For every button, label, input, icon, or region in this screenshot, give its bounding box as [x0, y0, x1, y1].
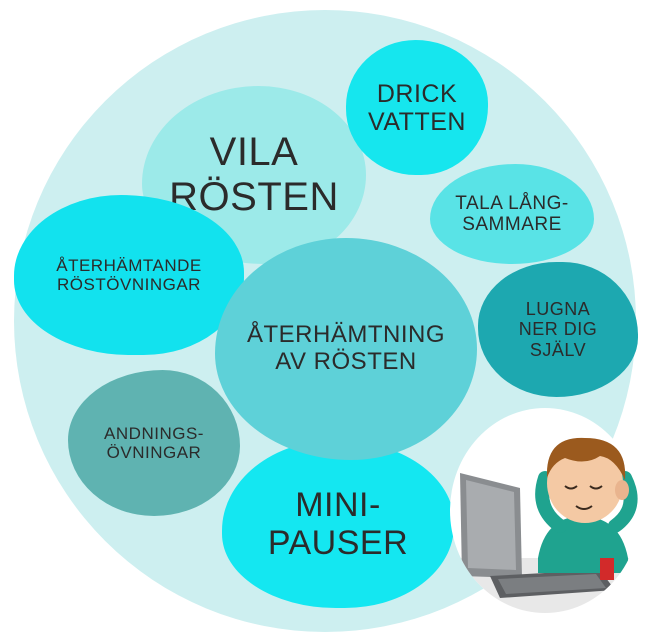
bubble-label: VILA RÖSTEN — [169, 130, 339, 219]
bubble-aterhamtande-rostovningar: ÅTERHÄMTANDE RÖSTÖVNINGAR — [14, 195, 244, 355]
bubble-minipauser: MINI- PAUSER — [222, 440, 454, 608]
person-at-laptop-icon — [450, 437, 640, 613]
center-bubble-aterhamtning: ÅTERHÄMTNING AV RÖSTEN — [215, 238, 477, 460]
bubble-label: ANDNINGS- ÖVNINGAR — [104, 423, 204, 462]
bubble-lugna-ner-dig: LUGNA NER DIG SJÄLV — [478, 262, 638, 397]
relaxing-person-illustration — [450, 408, 640, 613]
bubble-drick-vatten: DRICK VATTEN — [346, 40, 488, 175]
bubble-label: TALA LÅNG- SAMMARE — [455, 192, 569, 235]
bubble-label: DRICK VATTEN — [368, 79, 466, 136]
bubble-andningsovningar: ANDNINGS- ÖVNINGAR — [68, 370, 240, 516]
bubble-label: ÅTERHÄMTANDE RÖSTÖVNINGAR — [56, 255, 202, 294]
bubble-tala-langsammare: TALA LÅNG- SAMMARE — [430, 164, 594, 264]
bubble-label: LUGNA NER DIG SJÄLV — [518, 299, 598, 360]
bubble-label: MINI- PAUSER — [267, 485, 409, 562]
center-label: ÅTERHÄMTNING AV RÖSTEN — [247, 321, 445, 375]
